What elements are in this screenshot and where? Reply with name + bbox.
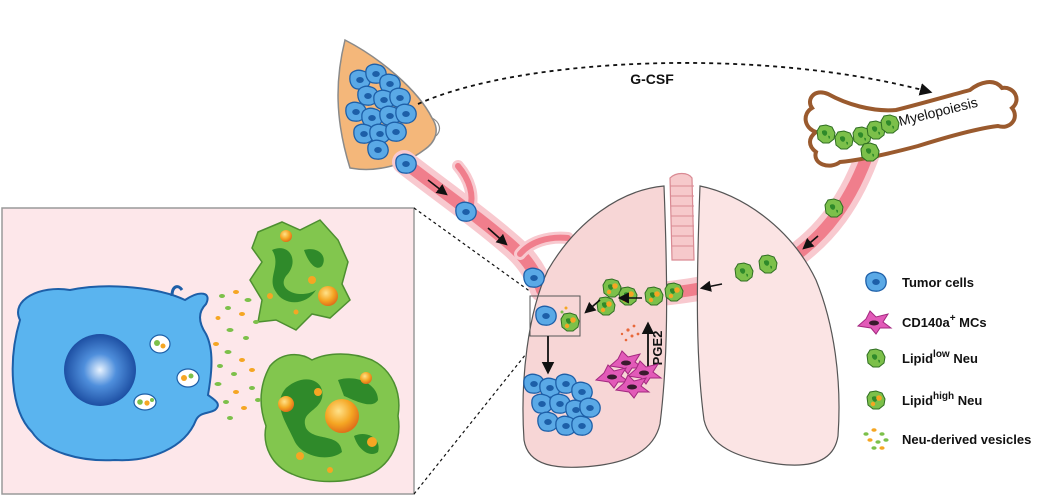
neu-to-tumor-arrow — [584, 299, 601, 314]
inset-tumor-nucleus — [64, 334, 136, 406]
legend-vesicles-label: Neu-derived vesicles — [902, 432, 1031, 447]
bone: Myelopoiesis — [803, 80, 1019, 168]
inset-neutrophil-top — [249, 219, 351, 331]
gcsf-signal-arrow — [417, 62, 933, 105]
pge2-label: PGE2 — [650, 331, 665, 366]
right-lung — [696, 185, 840, 466]
niche-zoom-box — [529, 295, 581, 337]
zoom-line-bottom — [413, 333, 543, 495]
legend-mc-label: CD140a+ MCs — [902, 313, 987, 330]
legend-item-lipid-high: Lipidhigh Neu — [866, 390, 982, 410]
legend-tumor-label: Tumor cells — [902, 275, 974, 290]
zoom-line-top — [413, 207, 543, 301]
lung-niche: PGE2 — [523, 278, 665, 436]
legend: Tumor cells CD140a+ MCs Lipidlow Neu Lip… — [857, 271, 1031, 450]
vessel-flow-arrows-right — [699, 235, 819, 292]
breast-primary-tumor — [337, 38, 441, 171]
inset-internalized-vesicles — [133, 334, 200, 411]
gcsf-label: G-CSF — [630, 71, 674, 87]
legend-item-mc: CD140a+ MCs — [857, 310, 987, 335]
legend-item-vesicles: Neu-derived vesicles — [863, 428, 1031, 450]
inset-vesicle-stream — [213, 290, 261, 420]
legend-vesicle-icon — [863, 428, 889, 450]
inset-tumor-cell — [11, 285, 219, 462]
legend-lipid-low-label: Lipidlow Neu — [902, 349, 978, 366]
pge2-particles — [620, 324, 640, 342]
legend-lipid-high-label: Lipidhigh Neu — [902, 391, 982, 408]
legend-item-tumor: Tumor cells — [865, 271, 974, 292]
legend-item-lipid-low: Lipidlow Neu — [866, 348, 978, 368]
vessel-flow-arrows-left — [427, 179, 508, 246]
inset-neutrophil-bottom — [260, 353, 400, 483]
